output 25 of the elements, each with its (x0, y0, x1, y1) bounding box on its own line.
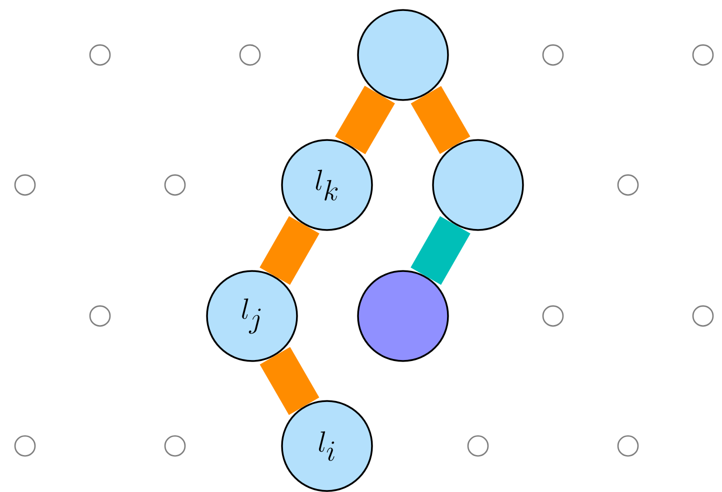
band-edge (410, 86, 470, 154)
lattice-point (239, 44, 261, 66)
band-edge (260, 216, 320, 285)
lattice-point (14, 174, 36, 196)
lattice-point (542, 305, 564, 327)
band-edge (335, 86, 395, 154)
lattice-point (14, 435, 36, 457)
lattice-node (357, 9, 449, 101)
lattice-point (692, 305, 714, 327)
lattice-node (357, 270, 449, 362)
lattice-point (692, 44, 714, 66)
labeled-node: $l_i$ (281, 400, 373, 492)
lattice-point (89, 44, 111, 66)
lattice-point (617, 435, 639, 457)
labeled-node: $l_j$ (206, 270, 298, 362)
band-edge (260, 346, 320, 415)
labeled-node: $l_k$ (281, 139, 373, 231)
lattice-point (89, 305, 111, 327)
lattice-point (542, 44, 564, 66)
lattice-node (432, 139, 524, 231)
band-edge (410, 216, 470, 285)
lattice-point (164, 435, 186, 457)
lattice-point (467, 435, 489, 457)
lattice-point (617, 174, 639, 196)
lattice-point (164, 174, 186, 196)
